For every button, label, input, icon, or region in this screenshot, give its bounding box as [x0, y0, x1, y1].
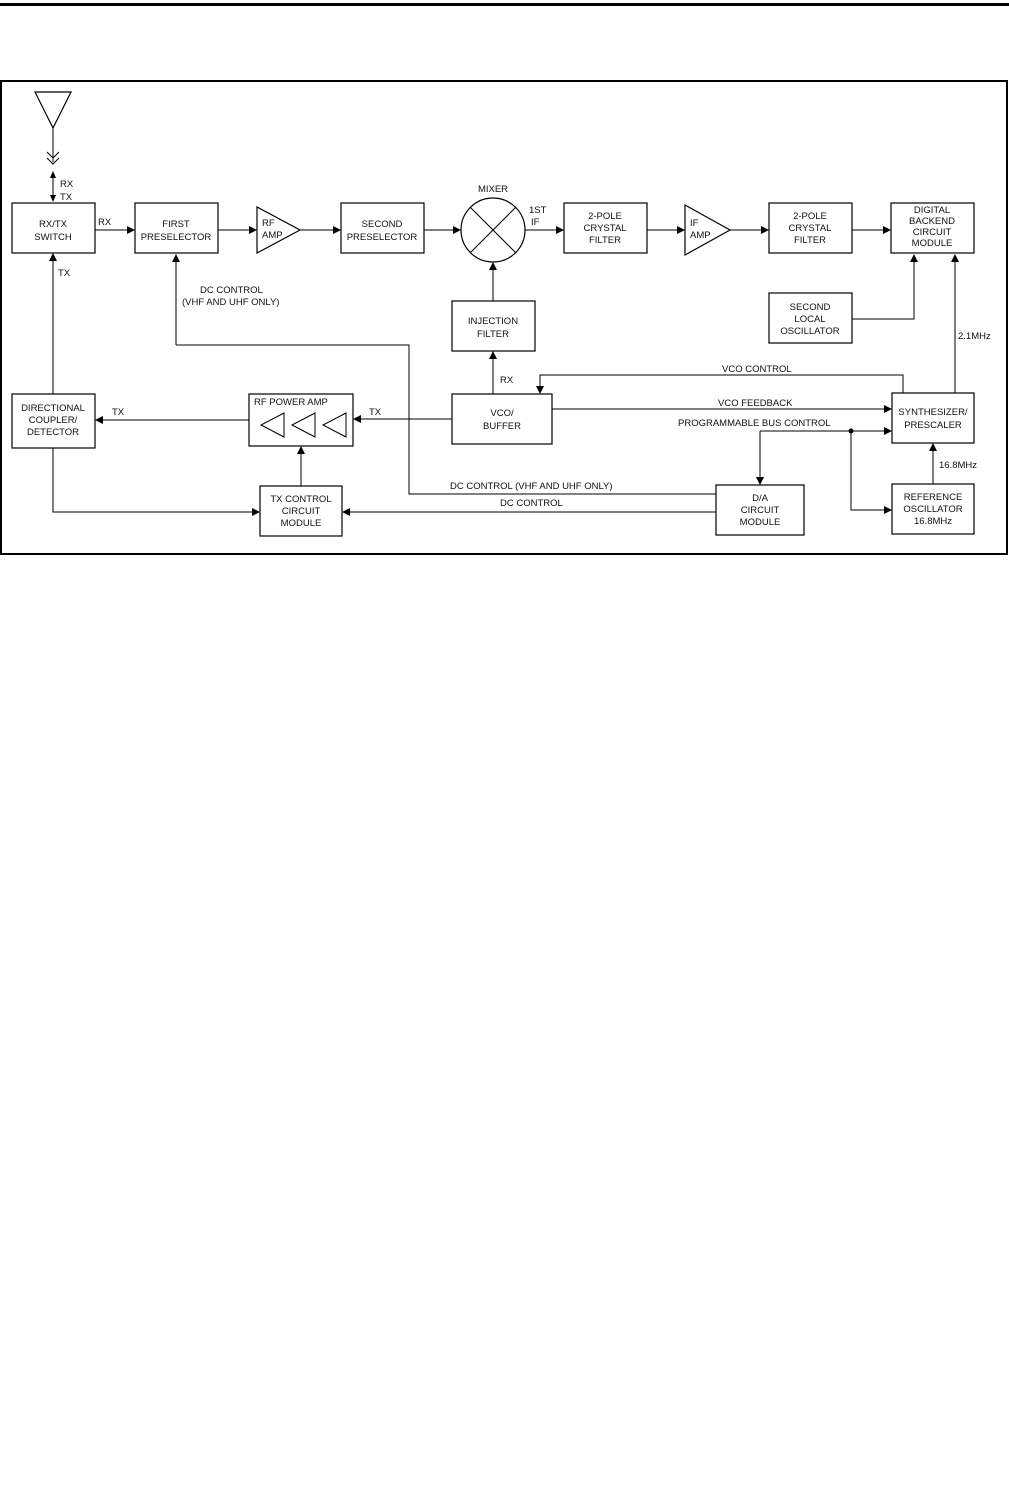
reference-oscillator-label-1: REFERENCE: [904, 492, 963, 503]
digital-backend-label-2: BACKEND: [909, 216, 955, 227]
second-preselector-label-1: SECOND: [362, 219, 403, 230]
dc-control-preselector-label-1: DC CONTROL: [200, 285, 263, 296]
rf-power-amp-label: RF POWER AMP: [254, 397, 328, 408]
if-amp-label-1: IF: [690, 218, 699, 229]
digital-backend-label-3: CIRCUIT: [913, 227, 952, 238]
second-local-oscillator-label-3: OSCILLATOR: [780, 326, 839, 337]
crystal-filter-1-block: [563, 202, 648, 254]
crystal-filter-2-label-2: CRYSTAL: [789, 223, 832, 234]
digital-backend-block: [890, 202, 975, 254]
synthesizer-label-2: PRESCALER: [904, 420, 962, 431]
crystal-filter-1-label-3: FILTER: [589, 235, 621, 246]
reference-oscillator-block: [891, 483, 975, 535]
crystal-filter-2-label-3: FILTER: [794, 235, 826, 246]
da-circuit-block: [715, 484, 805, 536]
directional-coupler-block: [11, 393, 96, 449]
rx-tx-switch-label-2: SWITCH: [34, 232, 72, 243]
switch-rx-label: RX: [98, 217, 112, 228]
directional-coupler-label-1: DIRECTIONAL: [21, 403, 85, 414]
second-local-oscillator-label-1: SECOND: [790, 302, 831, 313]
first-if-label-2: IF: [531, 217, 540, 228]
vco-control-label: VCO CONTROL: [722, 364, 792, 375]
dc-control-vhf-uhf-label: DC CONTROL (VHF AND UHF ONLY): [450, 481, 613, 492]
coupler-tx-label: TX: [112, 407, 125, 418]
digital-backend-label-1: DIGITAL: [914, 205, 950, 216]
crystal-filter-1-label-1: 2-POLE: [588, 211, 622, 222]
dc-control-label: DC CONTROL: [500, 498, 563, 509]
pa-stage-3: [259, 412, 285, 438]
mixer-block: [460, 197, 526, 263]
tx-control-label-1: TX CONTROL: [270, 494, 331, 505]
reference-oscillator-label-2: OSCILLATOR: [903, 504, 962, 515]
second-preselector-block: [340, 202, 425, 254]
mixer-label: MIXER: [478, 184, 508, 195]
tx-control-label-3: MODULE: [281, 518, 322, 529]
injection-filter-block: [451, 300, 536, 352]
crystal-filter-1-label-2: CRYSTAL: [584, 223, 627, 234]
synthesizer-label-1: SYNTHESIZER/: [898, 407, 968, 418]
first-preselector-label-2: PRESELECTOR: [141, 232, 212, 243]
dc-control-preselector-label-2: (VHF AND UHF ONLY): [182, 297, 279, 308]
pa-stage-1: [321, 412, 347, 438]
freq-2-1-label: 2.1MHz: [958, 331, 991, 342]
vco-buffer-block: [451, 393, 553, 445]
rf-amp-label-2: AMP: [262, 230, 283, 241]
first-preselector-label-1: FIRST: [162, 219, 190, 230]
rf-amp-label-1: RF: [262, 218, 275, 229]
reference-oscillator-label-3: 16.8MHz: [914, 516, 952, 527]
rf-amp-block: [256, 205, 302, 255]
injection-filter-label-2: FILTER: [477, 329, 509, 340]
top-rule: [0, 3, 1009, 6]
tx-control-label-2: CIRCUIT: [282, 506, 321, 517]
rx-tx-switch-label-1: RX/TX: [39, 219, 68, 230]
da-circuit-label-1: D/A: [752, 493, 769, 504]
directional-coupler-label-2: COUPLER/: [29, 415, 78, 426]
injection-filter-label-1: INJECTION: [468, 316, 518, 327]
da-circuit-label-2: CIRCUIT: [741, 505, 780, 516]
diagram-frame: [0, 80, 1008, 555]
crystal-filter-2-label-1: 2-POLE: [793, 211, 827, 222]
antenna-rx-label: RX: [60, 179, 74, 190]
vco-buffer-label-1: VCO/: [490, 408, 514, 419]
antenna-tx-label: TX: [60, 192, 73, 203]
first-preselector-block: [134, 202, 219, 254]
pa-stage-2: [290, 412, 316, 438]
da-circuit-label-3: MODULE: [740, 517, 781, 528]
first-if-label-1: 1ST: [529, 205, 547, 216]
programmable-bus-label: PROGRAMMABLE BUS CONTROL: [678, 418, 831, 429]
pa-tx-in-label: TX: [369, 407, 382, 418]
antenna-icon: [34, 91, 72, 202]
digital-backend-label-4: MODULE: [912, 238, 953, 249]
vco-buffer-label-2: BUFFER: [483, 421, 521, 432]
synthesizer-block: [891, 392, 975, 444]
crystal-filter-2-block: [768, 202, 853, 254]
freq-16-8-label: 16.8MHz: [939, 460, 977, 471]
directional-coupler-label-3: DETECTOR: [27, 427, 79, 438]
second-local-oscillator-label-2: LOCAL: [794, 314, 825, 325]
second-preselector-label-2: PRESELECTOR: [347, 232, 418, 243]
vco-feedback-label: VCO FEEDBACK: [718, 398, 793, 409]
if-amp-label-2: AMP: [690, 230, 711, 241]
if-amp-block: [684, 203, 732, 257]
vco-rx-label: RX: [500, 375, 514, 386]
rx-tx-switch-block: [11, 202, 96, 254]
switch-tx-label: TX: [58, 268, 71, 279]
second-local-oscillator-block: [768, 292, 853, 344]
